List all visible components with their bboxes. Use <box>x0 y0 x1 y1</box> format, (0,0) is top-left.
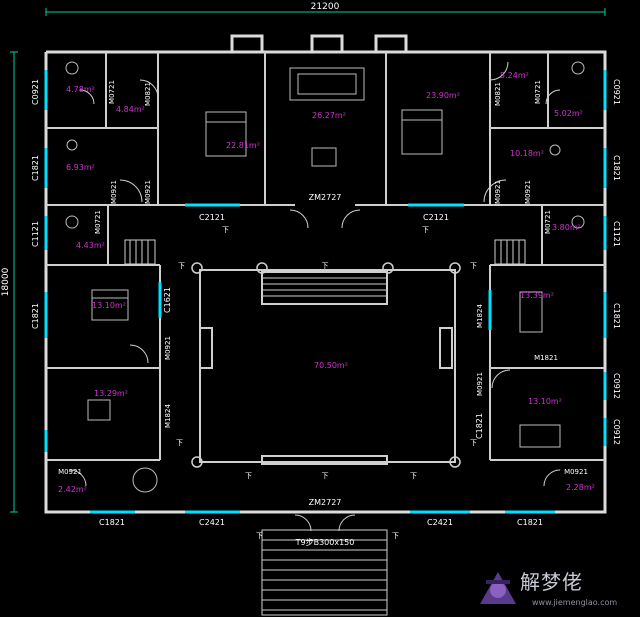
entry-steps-label: T9步B300x150 <box>295 538 355 547</box>
area-label: 13.10m² <box>92 301 126 310</box>
area-label: 23.90m² <box>426 91 460 100</box>
door-swings <box>69 61 561 532</box>
door-label: M0921 <box>164 336 172 360</box>
outer-walls <box>44 34 607 514</box>
area-label: 4.43m² <box>76 241 105 250</box>
area-label: 10.18m² <box>510 149 544 158</box>
dimension-lines <box>10 8 606 513</box>
door-label: M0921 <box>524 180 532 204</box>
door-label: M1824 <box>164 404 172 428</box>
down-marker: 下 <box>392 532 399 540</box>
window-label: C0921 <box>31 79 40 105</box>
overall-width-label: 21200 <box>311 2 340 12</box>
window-labels: C0921 C1821 C1121 C1821 C1821 C2421 C242… <box>31 79 621 527</box>
door-label: M1821 <box>534 354 558 362</box>
window-label: C1821 <box>31 303 40 329</box>
watermark-logo-icon <box>480 572 516 604</box>
watermark-url: www.jiemenglao.com <box>532 598 618 607</box>
area-label: 2.42m² <box>58 485 87 494</box>
window-label: C1121 <box>612 221 621 247</box>
window-label: C1821 <box>612 155 621 181</box>
door-label: M0821 <box>494 82 502 106</box>
door-label: M0921 <box>144 180 152 204</box>
down-marker: 下 <box>256 532 263 540</box>
area-label: 6.93m² <box>66 163 95 172</box>
furniture <box>65 61 585 493</box>
door-labels: M0721 M0821 M0921 M0921 M0721 M0921 M182… <box>58 80 588 507</box>
area-label: 4.84m² <box>116 105 145 114</box>
area-labels: 4.78m² 4.84m² 22.81m² 26.27m² 23.90m² 5.… <box>58 71 595 494</box>
door-label: M1824 <box>476 304 484 328</box>
down-marker: 下 <box>322 262 329 270</box>
stairs <box>124 239 526 265</box>
window-label: C2121 <box>199 213 225 222</box>
down-marker: 下 <box>410 472 417 480</box>
door-label: M0721 <box>534 80 542 104</box>
interior-walls <box>46 52 605 461</box>
window-label: C0921 <box>612 79 621 105</box>
down-marker: 下 <box>176 439 183 447</box>
door-label: ZM2727 <box>309 193 342 202</box>
window-label: C0912 <box>612 419 621 445</box>
down-marker: 下 <box>222 226 229 234</box>
down-marker: 下 <box>470 439 477 447</box>
courtyard-steps <box>262 277 387 297</box>
door-label: ZM2727 <box>309 498 342 507</box>
window-label: C1821 <box>475 413 484 439</box>
window-label: C2121 <box>423 213 449 222</box>
window-label: C1121 <box>31 221 40 247</box>
down-marker: 下 <box>422 226 429 234</box>
down-marker: 下 <box>322 472 329 480</box>
door-label: M0721 <box>544 210 552 234</box>
door-label: M0921 <box>494 180 502 204</box>
window-label: C1821 <box>31 155 40 181</box>
window-label: C2421 <box>427 518 453 527</box>
area-label: 5.24m² <box>500 71 529 80</box>
down-markers: 下 下 下 下 下 下 下 下 下 下 下 下 <box>176 226 477 540</box>
down-marker: 下 <box>470 262 477 270</box>
door-label: M0921 <box>564 468 588 476</box>
area-label: 13.39m² <box>520 291 554 300</box>
area-label: 26.27m² <box>312 111 346 120</box>
door-label: M0921 <box>110 180 118 204</box>
area-label: 13.29m² <box>94 389 128 398</box>
window-label: C1821 <box>517 518 543 527</box>
area-label: 70.50m² <box>314 361 348 370</box>
area-label: 22.81m² <box>226 141 260 150</box>
window-label: C1821 <box>99 518 125 527</box>
window-label: C0912 <box>612 373 621 399</box>
down-marker: 下 <box>178 262 185 270</box>
courtyard-outline <box>199 269 456 465</box>
door-label: M0721 <box>108 80 116 104</box>
overall-height-label: 18000 <box>1 267 11 296</box>
area-label: 4.78m² <box>66 85 95 94</box>
window-label: C1821 <box>612 303 621 329</box>
window-label: C2421 <box>199 518 225 527</box>
area-label: 2.28m² <box>566 483 595 492</box>
door-label: M0921 <box>58 468 82 476</box>
area-label: 13.10m² <box>528 397 562 406</box>
area-label: 3.80m² <box>552 223 581 232</box>
door-label: M0921 <box>476 372 484 396</box>
door-label: M0821 <box>144 82 152 106</box>
columns <box>191 262 461 468</box>
window-label: C1621 <box>163 287 172 313</box>
door-label: M0721 <box>94 210 102 234</box>
down-marker: 下 <box>245 472 252 480</box>
entry-steps <box>261 529 388 616</box>
windows <box>44 70 607 514</box>
watermark-brand: 解梦佬 <box>520 570 583 594</box>
area-label: 5.02m² <box>554 109 583 118</box>
